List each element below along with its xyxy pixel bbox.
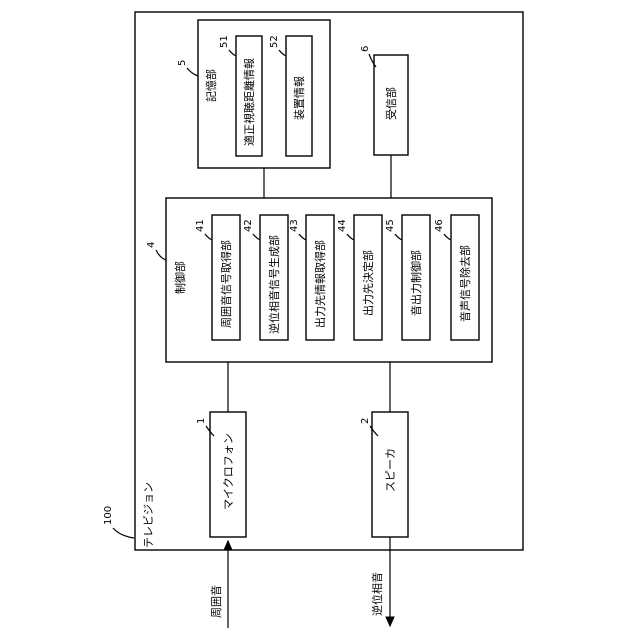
television-ref-leader [113,528,134,538]
memory-item-ref: 51 [219,35,230,48]
control-item-ref: 42 [243,219,254,232]
speaker-unit-ref: 2 [360,418,371,424]
memory-unit-ref: 5 [177,60,188,66]
memory-item-ref: 52 [269,35,280,48]
control-item-ref: 44 [337,219,348,232]
control-item-label: 出力先決定部 [361,250,375,316]
control-unit-label: 制御部 [173,261,187,294]
control-item-ref: 45 [385,219,396,232]
memory-item-label: 適正視聴距離情報 [242,58,256,146]
television-label: テレビジョン [142,482,155,548]
control-item-ref: 46 [434,219,445,232]
control-item-label: 音声信号除去部 [458,245,472,322]
control-item-ref: 43 [289,219,300,232]
microphone-unit-label: マイクロフォン [222,433,235,510]
television-ref: 100 [103,506,114,525]
receiver-unit-ref: 6 [360,46,371,52]
receiver-unit-label: 受信部 [384,87,398,120]
ambient-sound-label: 周囲音 [209,585,223,618]
microphone-unit-ref: 1 [196,418,207,424]
speaker-unit-label: スピーカ [384,448,397,492]
control-item-label: 逆位相音信号生成部 [267,235,281,334]
control-item-label: 周囲音信号取得部 [219,240,233,328]
control-unit-ref: 4 [146,242,157,248]
control-item-label: 出力先情報取得部 [313,240,327,328]
control-item-ref: 41 [195,219,206,232]
memory-unit-label: 記憶部 [204,69,218,102]
control-item-label: 音出力制御部 [409,250,423,316]
anti-phase-sound-label: 逆位相音 [370,572,384,616]
memory-item-label: 装置情報 [293,76,306,120]
